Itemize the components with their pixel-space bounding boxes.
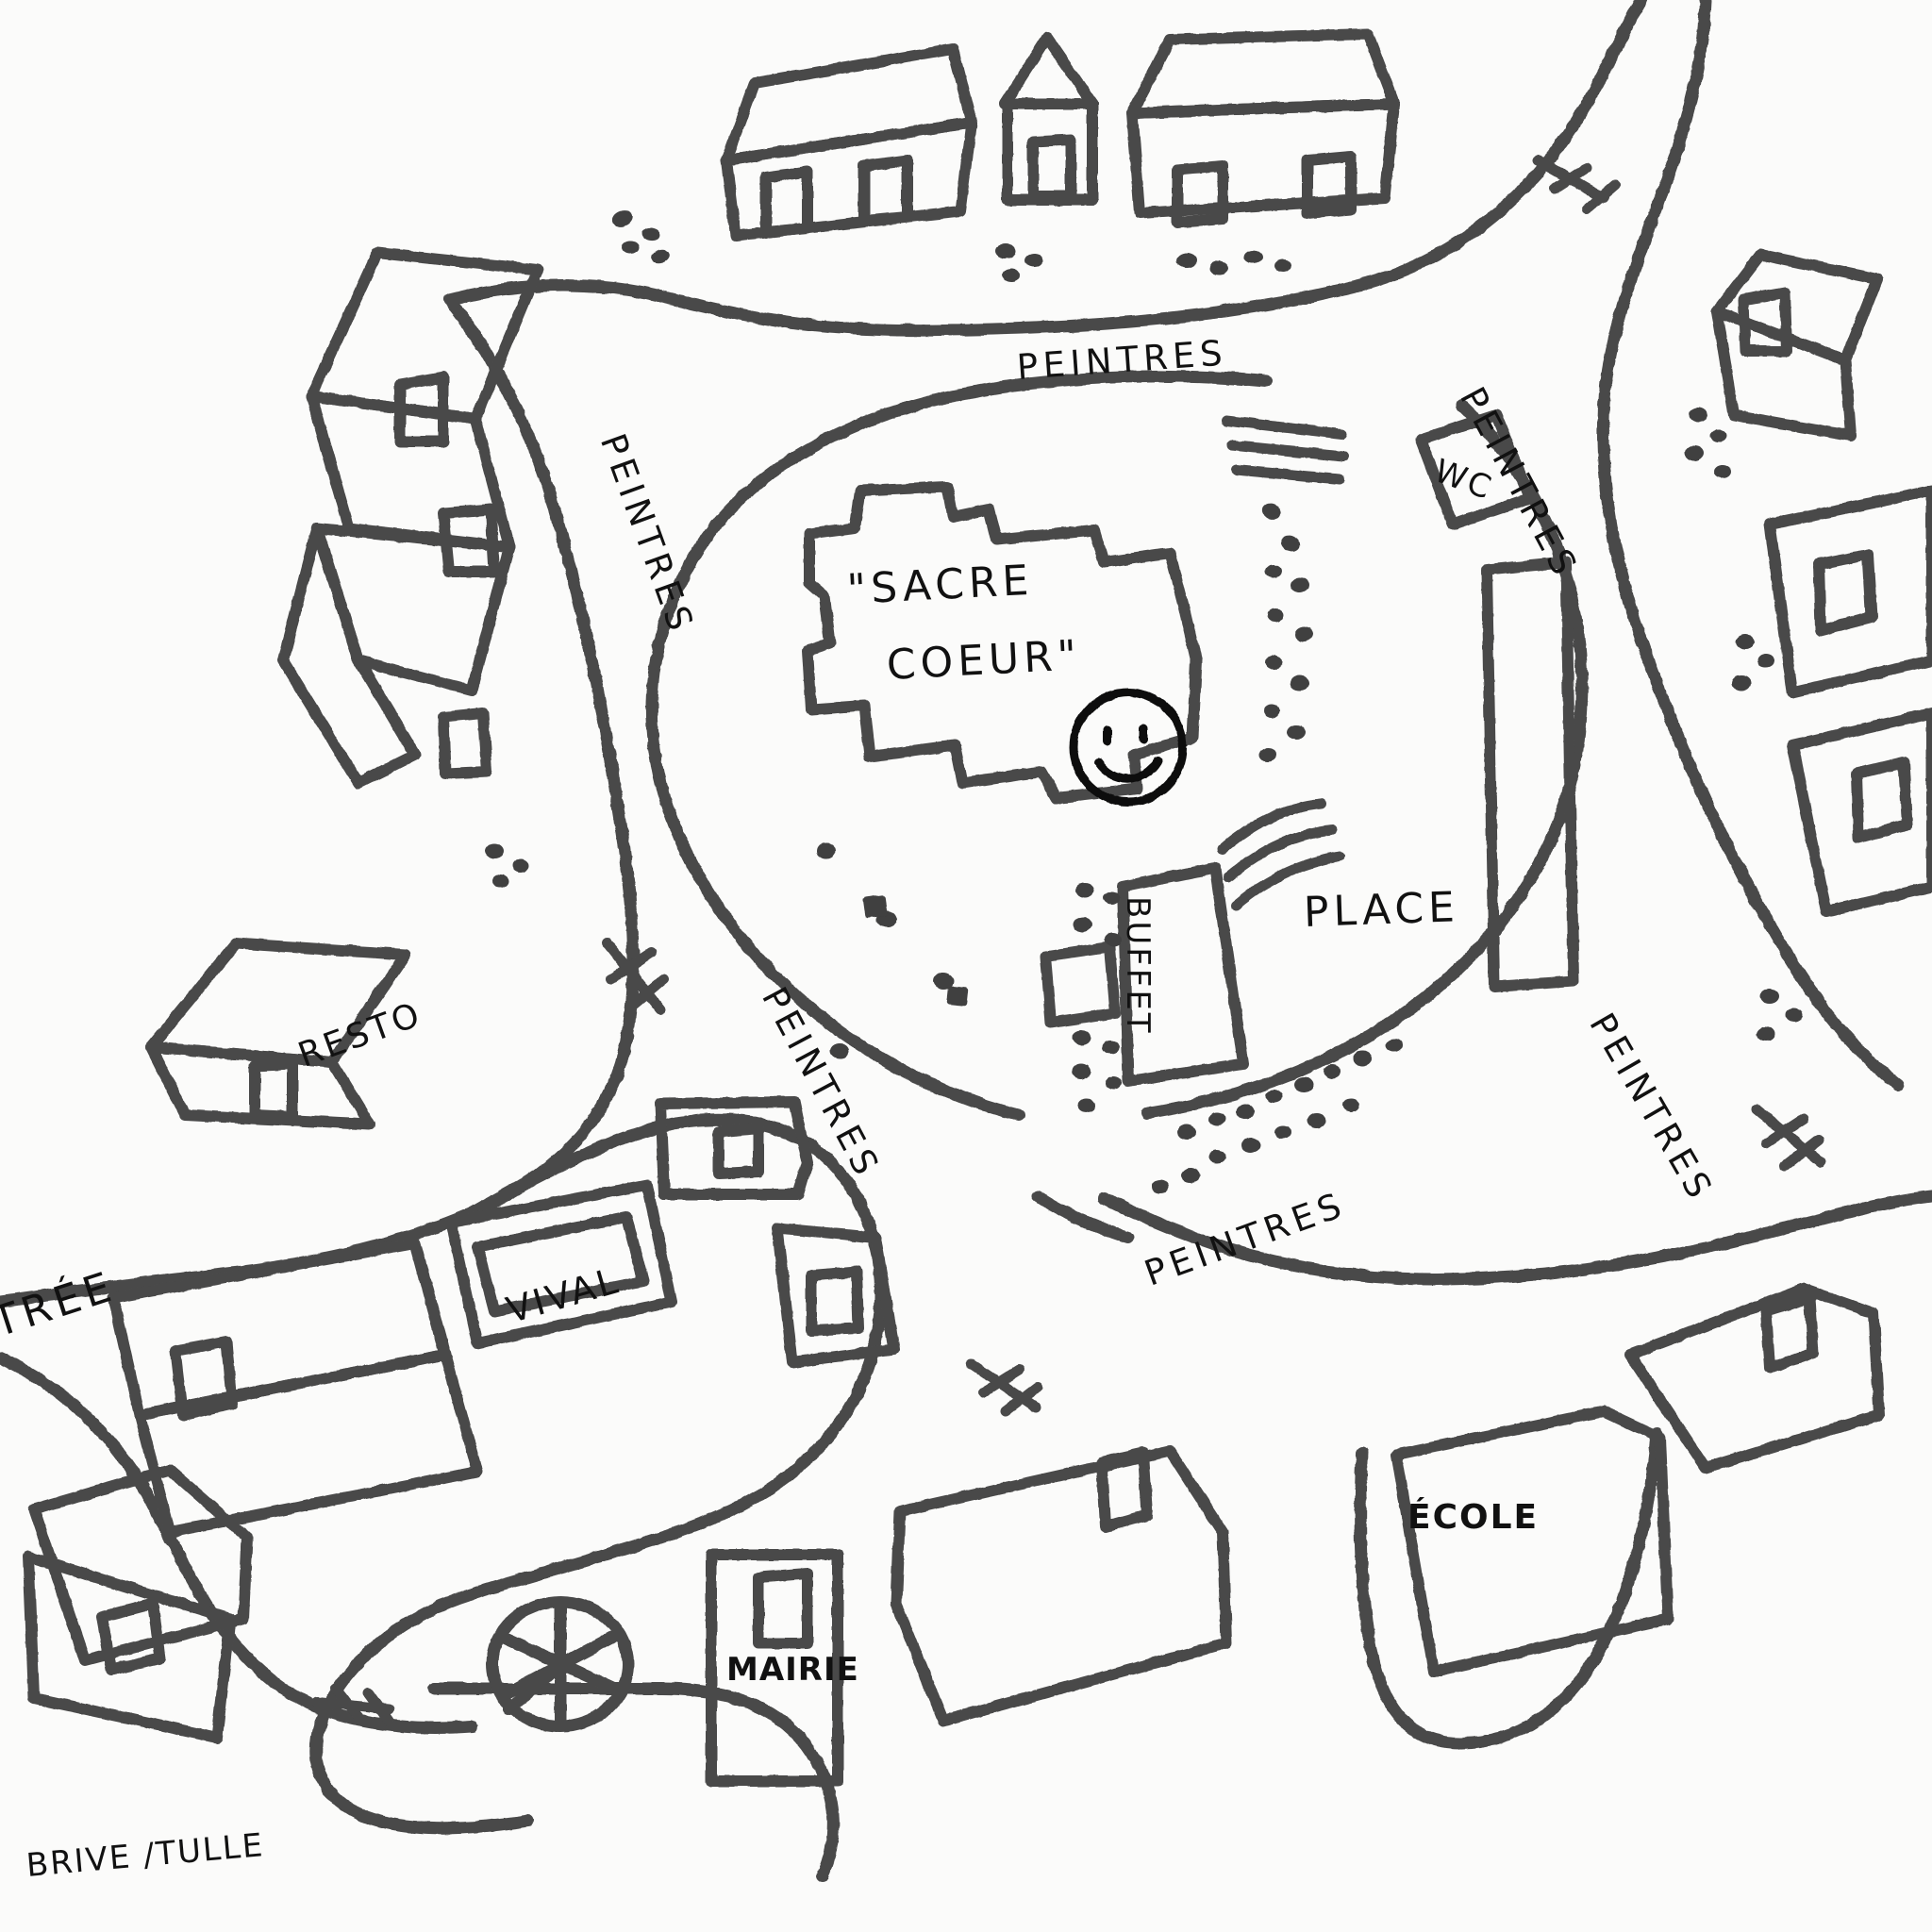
- house-top-right: [1126, 28, 1400, 228]
- shrub-dots: [485, 210, 1803, 1193]
- house-top-left: [721, 43, 977, 242]
- building-east-2: [1764, 485, 1932, 698]
- road-entree-loop-top: [0, 1207, 478, 1308]
- building-sacre-coeur: [802, 481, 1202, 804]
- building-vival-north: [655, 1096, 813, 1200]
- building-ecole-north: [1624, 1283, 1885, 1474]
- buildings: [23, 28, 1932, 1787]
- tree-icon: [1751, 1104, 1826, 1172]
- building-resto: [145, 938, 411, 1130]
- tree-symbols: [311, 155, 1826, 1726]
- building-vival: [445, 1179, 677, 1349]
- road-peintres-south: [1097, 1190, 1932, 1286]
- road-place-ring-east: [1141, 399, 1589, 1120]
- tree-icon: [602, 938, 670, 1015]
- building-northwest-block: [277, 247, 543, 789]
- building-vival-east: [772, 1223, 900, 1368]
- road-peintres-north: [442, 0, 1648, 337]
- road-entree-loop-bottom: [0, 1352, 478, 1734]
- tree-icon: [311, 1683, 394, 1726]
- misc-marks: [862, 894, 969, 1007]
- road-church-ring-inner: [645, 370, 1273, 1122]
- steps-hatching: [1221, 415, 1349, 485]
- road-vival-lobe: [309, 1113, 887, 1835]
- building-row-southwest-3: [28, 1464, 253, 1675]
- building-row-southwest-2: [134, 1349, 483, 1538]
- roundabout-icon: [486, 1595, 635, 1733]
- building-buffet: [1117, 862, 1249, 1087]
- road-ecole-loop: [1354, 1427, 1663, 1750]
- steps-hatching-buffet: [1217, 798, 1345, 911]
- building-east-3: [1787, 708, 1932, 917]
- house-top-chapel: [999, 32, 1098, 206]
- building-buffet-annex: [1040, 941, 1121, 1028]
- building-row-southwest-4: [23, 1551, 236, 1743]
- building-east-1: [1711, 249, 1883, 441]
- smiley-face-icon: [1069, 688, 1188, 807]
- building-wc: [1415, 409, 1536, 530]
- building-mairie: [706, 1549, 843, 1787]
- road-peintres-east: [1596, 0, 1905, 1091]
- building-place-east-bar: [1481, 557, 1579, 992]
- map-symbols: [311, 155, 1826, 1733]
- building-ecole-south: [1391, 1406, 1674, 1677]
- building-hall-southcentral: [891, 1445, 1232, 1726]
- tree-icon: [1532, 155, 1621, 215]
- road-place-south-edge: [1031, 1190, 1135, 1244]
- tree-icon: [966, 1358, 1043, 1417]
- road-peintres-west: [442, 293, 640, 1220]
- road-network: [0, 0, 1932, 1882]
